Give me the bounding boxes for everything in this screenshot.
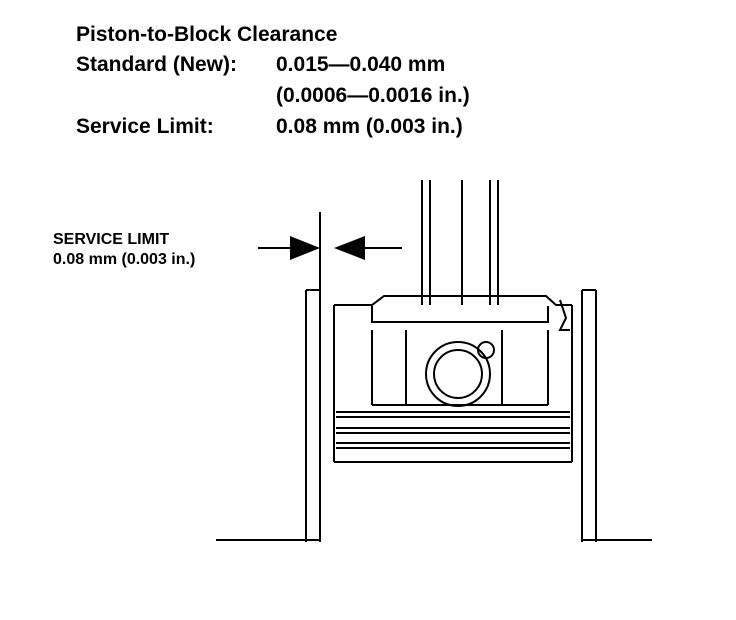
spec-title: Piston-to-Block Clearance <box>76 23 338 46</box>
standard-inch-value: (0.0006—0.0016 in.) <box>276 84 470 107</box>
callout-service-limit-value: 0.08 mm (0.003 in.) <box>53 251 196 268</box>
service-limit-value: 0.08 mm (0.003 in.) <box>276 115 463 138</box>
cylinder-wall-left <box>216 212 321 542</box>
clearance-arrow-right-icon <box>334 236 365 260</box>
piston-body <box>333 295 573 463</box>
standard-mm-value: 0.015—0.040 mm <box>276 53 446 76</box>
service-limit-label: Service Limit: <box>76 115 214 138</box>
standard-label: Standard (New): <box>76 53 238 76</box>
callout-service-limit: SERVICE LIMIT <box>53 231 170 248</box>
cylinder-wall-right <box>581 289 652 542</box>
piston-ring-grooves <box>336 411 570 449</box>
clearance-arrow-left-icon <box>290 236 320 260</box>
connecting-rod <box>421 180 499 305</box>
piston-pin-boss <box>371 330 549 407</box>
